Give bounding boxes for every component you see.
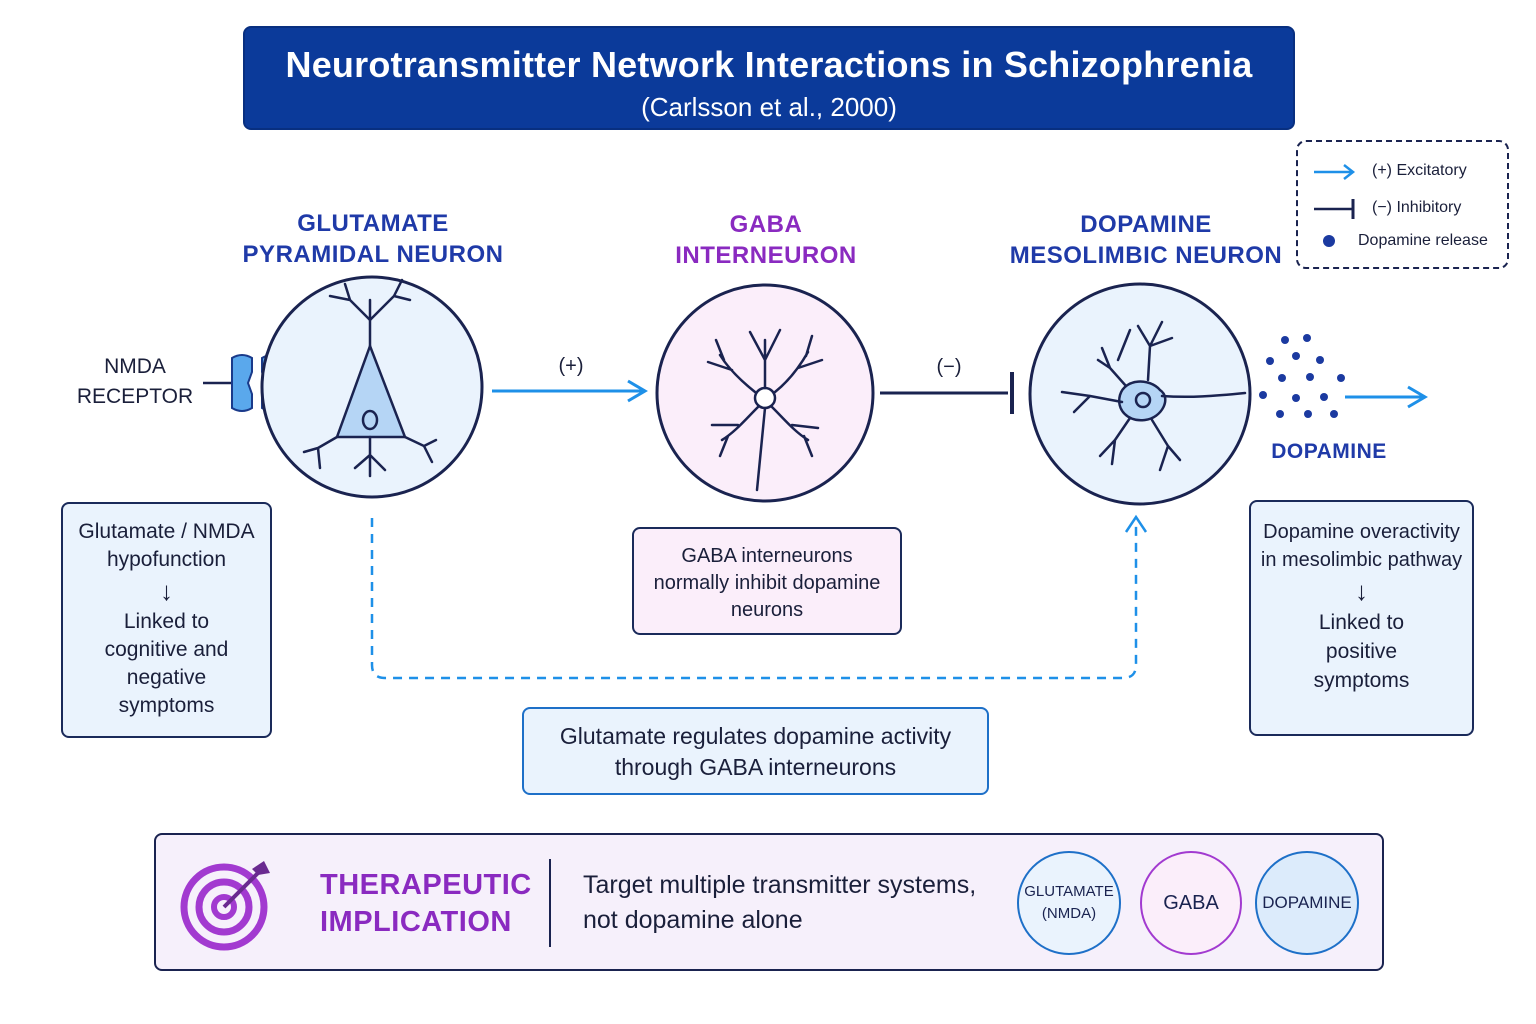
dopamine-release-dots <box>1259 334 1345 418</box>
dopamine-output-arrow <box>1345 385 1428 409</box>
title-banner: Neurotransmitter Network Interactions in… <box>243 26 1295 130</box>
therapeutic-panel: THERAPEUTIC IMPLICATION Target multiple … <box>154 833 1384 971</box>
glutamate-title-line2: PYRAMIDAL NEURON <box>242 241 504 268</box>
nmda-label-line1: NMDA <box>104 355 166 378</box>
gaba-pill-label: GABA <box>1163 891 1219 914</box>
regulation-note-line1: Glutamate regulates dopamine activity <box>559 723 952 749</box>
gaba-note: GABA interneurons normally inhibit dopam… <box>632 527 902 635</box>
glutamate-note-line5: negative <box>126 666 207 689</box>
legend: (+) Excitatory (−) Inhibitory Dopamine r… <box>1296 140 1509 269</box>
dopamine-note-line2: in mesolimbic pathway <box>1260 549 1463 571</box>
dopamine-pill-label: DOPAMINE <box>1262 893 1352 912</box>
glutamate-note-line4: cognitive and <box>104 638 229 661</box>
dopamine-title-line1: DOPAMINE <box>1080 211 1212 238</box>
pyramidal-neuron-icon <box>302 278 438 478</box>
dopamine-note-line4: positive <box>1325 640 1398 663</box>
inhibitory-bar-icon <box>1314 199 1355 219</box>
therapeutic-heading: THERAPEUTIC IMPLICATION <box>320 867 532 941</box>
excitatory-sign: (+) <box>558 355 584 377</box>
legend-inhibitory: (−) Inhibitory <box>1372 199 1462 216</box>
glutamate-title-line1: GLUTAMATE <box>297 210 449 237</box>
therapeutic-text-line2: not dopamine alone <box>583 906 803 934</box>
glutamate-pill-line2: (NMDA) <box>1041 905 1097 922</box>
gaba-neuron-title: GABA INTERNEURON <box>650 209 882 271</box>
dopamine-note-line3: Linked to <box>1318 611 1405 634</box>
regulation-note: Glutamate regulates dopamine activity th… <box>522 707 989 795</box>
therapeutic-text-line1: Target multiple transmitter systems, <box>583 871 977 899</box>
gaba-note-line3: neurons <box>730 599 804 621</box>
therapeutic-heading-line2: IMPLICATION <box>320 906 512 938</box>
divider <box>549 859 551 947</box>
page-subtitle: (Carlsson et al., 2000) <box>641 92 897 122</box>
gaba-note-line2: normally inhibit dopamine <box>653 572 881 594</box>
down-arrow-icon: ↓ <box>1355 576 1368 606</box>
therapeutic-heading-line1: THERAPEUTIC <box>320 869 532 901</box>
dopamine-note-line1: Dopamine overactivity <box>1263 521 1460 543</box>
gaba-title-line2: INTERNEURON <box>675 242 857 269</box>
glutamate-neuron-title: GLUTAMATE PYRAMIDAL NEURON <box>230 208 516 270</box>
dopamine-pill: DOPAMINE <box>1255 851 1359 955</box>
excitatory-connector <box>492 379 648 403</box>
glutamate-note-line1: Glutamate / NMDA <box>78 520 255 543</box>
glutamate-note-line2: hypofunction <box>106 548 227 571</box>
glutamate-note-line6: symptoms <box>118 694 215 717</box>
target-icon <box>180 861 270 951</box>
dopamine-note-line5: symptoms <box>1313 669 1410 692</box>
gaba-note-line1: GABA interneurons <box>681 545 853 567</box>
gaba-title-line1: GABA <box>729 211 803 238</box>
inhibitory-sign: (−) <box>936 356 962 378</box>
dopamine-note: Dopamine overactivity in mesolimbic path… <box>1249 500 1474 736</box>
legend-excitatory: (+) Excitatory <box>1372 162 1467 179</box>
regulation-note-line2: through GABA interneurons <box>614 754 897 780</box>
excitatory-arrow-icon <box>1314 164 1356 180</box>
glutamate-pill: GLUTAMATE (NMDA) <box>1017 851 1121 955</box>
nmda-receptor-label: NMDA RECEPTOR <box>70 352 200 412</box>
legend-release: Dopamine release <box>1358 232 1488 249</box>
dopamine-dot-icon <box>1323 235 1335 247</box>
dopamine-output-label: DOPAMINE <box>1271 440 1387 463</box>
inhibitory-connector <box>880 372 1014 414</box>
page-title: Neurotransmitter Network Interactions in… <box>285 44 1253 85</box>
glutamate-note: Glutamate / NMDA hypofunction ↓ Linked t… <box>61 502 272 738</box>
therapeutic-text: Target multiple transmitter systems, not… <box>583 868 976 938</box>
glutamate-note-line3: Linked to <box>123 610 210 633</box>
interneuron-icon <box>706 328 824 492</box>
nmda-label-line2: RECEPTOR <box>76 385 194 408</box>
dopamine-title-line2: MESOLIMBIC NEURON <box>1009 242 1283 269</box>
dopamine-neuron-title: DOPAMINE MESOLIMBIC NEURON <box>1000 209 1292 271</box>
dopamine-neuron-icon <box>1060 320 1247 472</box>
regulation-dashed-path <box>370 514 1148 680</box>
gaba-pill: GABA <box>1140 851 1242 955</box>
down-arrow-icon: ↓ <box>160 576 173 606</box>
glutamate-pill-line1: GLUTAMATE <box>1024 883 1114 900</box>
